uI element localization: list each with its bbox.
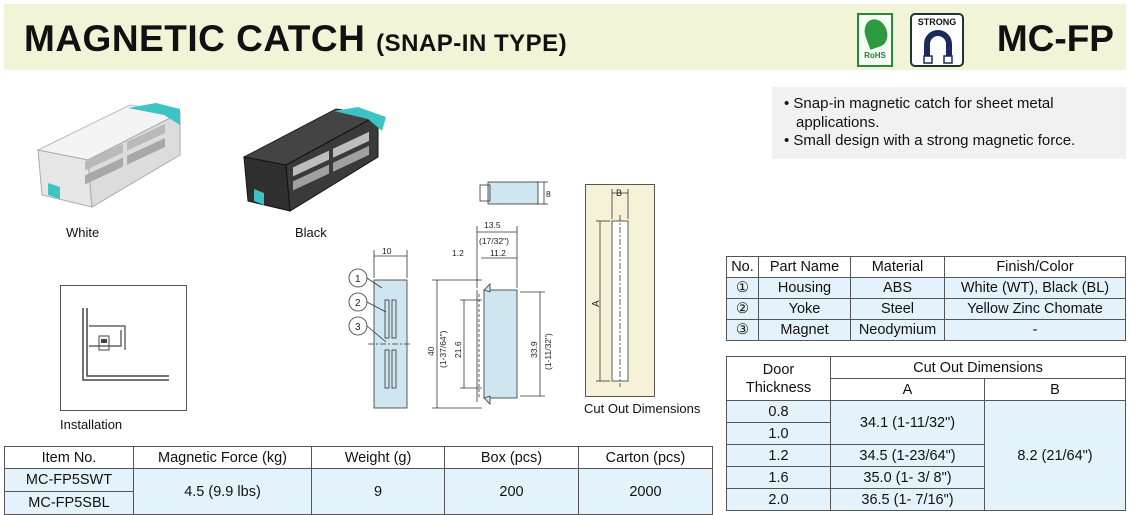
- white-catch-image: [36, 103, 182, 208]
- table-row: ② Yoke Steel Yellow Zinc Chomate: [726, 298, 1126, 320]
- table-row: 1.6 35.0 (1- 3/ 8"): [726, 466, 1126, 489]
- model-code: MC-FP: [996, 18, 1114, 59]
- a-value-cell: 35.0 (1- 3/ 8"): [830, 466, 985, 489]
- force-cell: 4.5 (9.9 lbs): [133, 468, 312, 515]
- subtitle-text: (SNAP-IN TYPE): [376, 30, 568, 57]
- parts-cell: Yoke: [758, 298, 851, 320]
- item-header-force: Magnetic Force (kg): [133, 446, 312, 469]
- page-title: MAGNETIC CATCH (SNAP-IN TYPE): [24, 18, 567, 60]
- col-a-header: A: [830, 378, 985, 401]
- installation-label: Installation: [60, 417, 123, 432]
- parts-cell: Yellow Zinc Chomate: [944, 298, 1126, 320]
- parts-cell: Steel: [850, 298, 945, 320]
- installation-drawing: [82, 308, 169, 381]
- item-no-cell: MC-FP5SWT: [4, 468, 134, 492]
- table-row: 1.0: [726, 422, 1126, 445]
- item-no-cell: MC-FP5SBL: [4, 491, 134, 515]
- parts-cell: ②: [726, 298, 759, 320]
- b-value-cell: 8.2 (21/64"): [984, 400, 1126, 511]
- dim-a: A: [591, 300, 602, 307]
- dim-40: 40: [426, 346, 436, 356]
- header-band: MAGNETIC CATCH (SNAP-IN TYPE) RoHS STRON…: [4, 4, 1126, 70]
- callout-1: 1: [355, 274, 361, 285]
- parts-cell: -: [944, 319, 1126, 341]
- door-thickness-cell: 1.6: [726, 466, 831, 489]
- feature-item: Snap-in magnetic catch for sheet metal a…: [784, 95, 1116, 132]
- parts-cell: Housing: [758, 277, 851, 299]
- a-value-cell: 34.1 (1-11/32"): [830, 400, 985, 445]
- cutout-group-header: Cut Out Dimensions: [830, 356, 1126, 379]
- horseshoe-magnet-icon: [923, 30, 953, 64]
- box-cell: 200: [444, 468, 579, 515]
- weight-cell: 9: [311, 468, 445, 515]
- dim-13-5: 13.5: [484, 220, 501, 230]
- cutout-drawing: B A: [591, 188, 629, 387]
- carton-cell: 2000: [578, 468, 713, 515]
- strong-magnet-badge-icon: STRONG: [910, 13, 964, 67]
- dim-21-6: 21.6: [453, 341, 463, 358]
- dim-33-9: 33.9: [529, 341, 539, 358]
- parts-header-part: Part Name: [758, 256, 851, 278]
- parts-cell: White (WT), Black (BL): [944, 277, 1126, 299]
- installation-diagram: [60, 285, 187, 411]
- table-row: 1.2 34.5 (1-23/64"): [726, 444, 1126, 467]
- a-value-cell: 36.5 (1- 7/16"): [830, 488, 985, 511]
- cutout-diagram: B A: [585, 184, 655, 397]
- black-label: Black: [295, 225, 327, 240]
- rohs-text: RoHS: [864, 51, 886, 60]
- parts-header-no: No.: [726, 256, 759, 278]
- dim-40-frac: (1-37/64"): [438, 330, 448, 368]
- callout-2: 2: [355, 298, 361, 309]
- parts-table: No. Part Name Material Finish/Color ① Ho…: [726, 256, 1126, 341]
- black-catch-image: [242, 107, 386, 212]
- parts-header-finish: Finish/Color: [944, 256, 1126, 278]
- door-thickness-cell: 0.8: [726, 400, 831, 423]
- dim-11-2: 11.2: [490, 248, 506, 258]
- leaf-icon: [860, 16, 892, 50]
- cutout-table: Door Thickness Cut Out Dimensions A B 0.…: [726, 356, 1126, 511]
- strong-text: STRONG: [917, 17, 957, 27]
- dim-13-5-frac: (17/32"): [479, 236, 509, 246]
- item-header-box: Box (pcs): [444, 446, 579, 469]
- cutout-label: Cut Out Dimensions: [584, 401, 701, 416]
- table-row: MC-FP5SWT 4.5 (9.9 lbs) 9 200 2000: [4, 468, 713, 515]
- table-row: 0.8 34.1 (1-11/32") 8.2 (21/64"): [726, 400, 1126, 511]
- parts-cell: Magnet: [758, 319, 851, 341]
- table-row: ① Housing ABS White (WT), Black (BL): [726, 277, 1126, 299]
- parts-cell: ③: [726, 319, 759, 341]
- col-b-header: B: [984, 378, 1126, 401]
- table-row: MC-FP5SBL: [4, 491, 713, 515]
- parts-cell: Neodymium: [850, 319, 945, 341]
- door-thickness-cell: 2.0: [726, 488, 831, 511]
- feature-list: Snap-in magnetic catch for sheet metal a…: [772, 87, 1126, 159]
- item-header-weight: Weight (g): [311, 446, 445, 469]
- item-table: Item No. Magnetic Force (kg) Weight (g) …: [4, 446, 713, 515]
- dim-b: B: [616, 188, 622, 198]
- item-header-carton: Carton (pcs): [578, 446, 713, 469]
- parts-cell: ABS: [850, 277, 945, 299]
- callout-3: 3: [355, 322, 361, 333]
- table-row: 2.0 36.5 (1- 7/16"): [726, 488, 1126, 511]
- feature-item: Small design with a strong magnetic forc…: [784, 132, 1116, 151]
- door-thickness-header: Door Thickness: [726, 356, 831, 401]
- dim-33-9-frac: (1-11/32"): [543, 333, 553, 370]
- title-text: MAGNETIC CATCH: [24, 18, 366, 59]
- dim-1-2: 1.2: [452, 248, 464, 258]
- technical-drawing: 10 13.5 (17/32") 1.2 11.2 8 40 (1-37/64"…: [348, 181, 553, 409]
- item-header-no: Item No.: [4, 446, 134, 469]
- dim-10: 10: [382, 246, 392, 256]
- dim-8: 8: [546, 189, 551, 199]
- door-thickness-cell: 1.2: [726, 444, 831, 467]
- a-value-cell: 34.5 (1-23/64"): [830, 444, 985, 467]
- rohs-badge-icon: RoHS: [857, 13, 893, 67]
- table-row: ③ Magnet Neodymium -: [726, 319, 1126, 341]
- door-thickness-cell: 1.0: [726, 422, 831, 445]
- parts-cell: ①: [726, 277, 759, 299]
- white-label: White: [66, 225, 100, 240]
- parts-header-material: Material: [850, 256, 945, 278]
